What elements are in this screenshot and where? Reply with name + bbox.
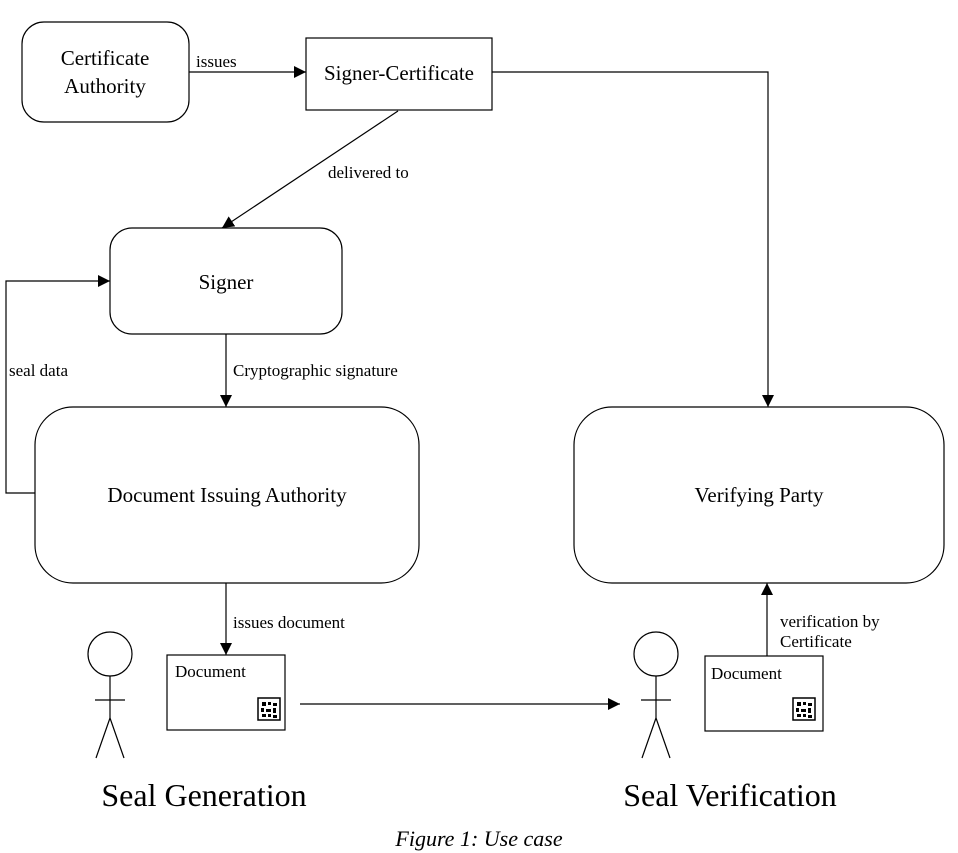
- document-left: Document: [166, 654, 286, 731]
- delivered-to-label: delivered to: [328, 163, 409, 182]
- document-issuing-authority-label: Document Issuing Authority: [107, 483, 347, 507]
- issues-document-label: issues document: [233, 613, 345, 632]
- signer-certificate-to-verifying-party-arrow: [492, 71, 774, 407]
- person-icon-left: [87, 631, 133, 759]
- qr-code-icon-left: [257, 697, 281, 721]
- signer-certificate-node: Signer-Certificate: [305, 37, 493, 111]
- seal-generation-title: Seal Generation: [101, 777, 306, 813]
- verifying-party-node: Verifying Party: [573, 406, 945, 584]
- signer-label: Signer: [199, 270, 254, 294]
- seal-data-arrow: [5, 275, 110, 494]
- seal-data-label: seal data: [9, 361, 68, 380]
- certificate-authority-label-line1: Certificate: [61, 46, 150, 70]
- person-icon-right: [633, 631, 679, 759]
- verification-by-label-line1: verification by: [780, 612, 880, 631]
- certificate-authority-node: Certificate Authority: [21, 21, 190, 123]
- document-right-label: Document: [711, 664, 782, 683]
- qr-code-icon-right: [792, 697, 816, 721]
- issues-label: issues: [196, 52, 237, 71]
- figure-caption: Figure 1: Use case: [394, 826, 562, 851]
- verifying-party-label: Verifying Party: [695, 483, 824, 507]
- verification-by-label-line2: Certificate: [780, 632, 852, 651]
- cryptographic-signature-label: Cryptographic signature: [233, 361, 398, 380]
- document-right: Document: [704, 655, 824, 732]
- signer-node: Signer: [109, 227, 343, 335]
- certificate-authority-label-line2: Authority: [64, 74, 146, 98]
- document-issuing-authority-node: Document Issuing Authority: [34, 406, 420, 584]
- signer-certificate-label: Signer-Certificate: [324, 61, 474, 85]
- delivered-to-arrow: [221, 110, 399, 229]
- document-left-label: Document: [175, 662, 246, 681]
- seal-verification-title: Seal Verification: [623, 777, 837, 813]
